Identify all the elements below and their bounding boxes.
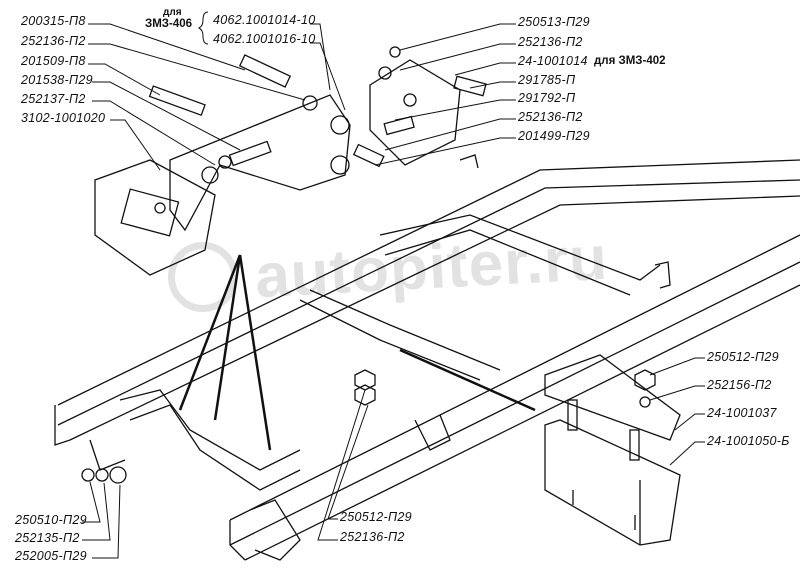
part-label: 291785-П <box>518 73 576 87</box>
part-label: 252005-П29 <box>15 549 87 563</box>
left-bracket-drawing <box>94 54 351 276</box>
part-label: 252136-П2 <box>518 35 583 49</box>
part-label: 291792-П <box>518 91 576 105</box>
part-label: 250510-П29 <box>15 513 87 527</box>
part-label: 252135-П2 <box>15 531 80 545</box>
part-label: 250512-П29 <box>707 350 779 364</box>
part-label: 252137-П2 <box>21 92 86 106</box>
note-for: для <box>163 7 182 18</box>
part-label: 4062.1001014-10 <box>213 13 316 27</box>
cushion-drawing <box>544 354 681 546</box>
fasteners-drawing <box>81 369 376 484</box>
part-label: 24-1001014 <box>518 54 588 68</box>
part-label: 201509-П8 <box>21 54 86 68</box>
note-engine-zmz406: ЗМЗ-406 <box>145 18 193 30</box>
right-bracket-drawing <box>352 46 487 168</box>
part-label: 200315-П8 <box>21 14 86 28</box>
part-label: 24-1001050-Б <box>707 434 790 448</box>
part-label: 250512-П29 <box>340 510 412 524</box>
part-label: 201499-П29 <box>518 129 590 143</box>
part-label: 3102-1001020 <box>21 111 106 125</box>
part-label: 4062.1001016-10 <box>213 32 316 46</box>
part-label: 250513-П29 <box>518 15 590 29</box>
part-label: 252136-П2 <box>21 34 86 48</box>
frame-drawing <box>54 154 800 561</box>
part-label: 24-1001037 <box>707 406 777 420</box>
part-label: 201538-П29 <box>21 73 93 87</box>
note-zmz402: для ЗМЗ-402 <box>594 55 666 67</box>
part-label: 252136-П2 <box>340 530 405 544</box>
part-label: 252136-П2 <box>518 110 583 124</box>
support-lines <box>178 254 536 451</box>
part-label: 252156-П2 <box>707 378 772 392</box>
leader-lines <box>82 11 705 559</box>
watermark-logo <box>168 242 238 312</box>
